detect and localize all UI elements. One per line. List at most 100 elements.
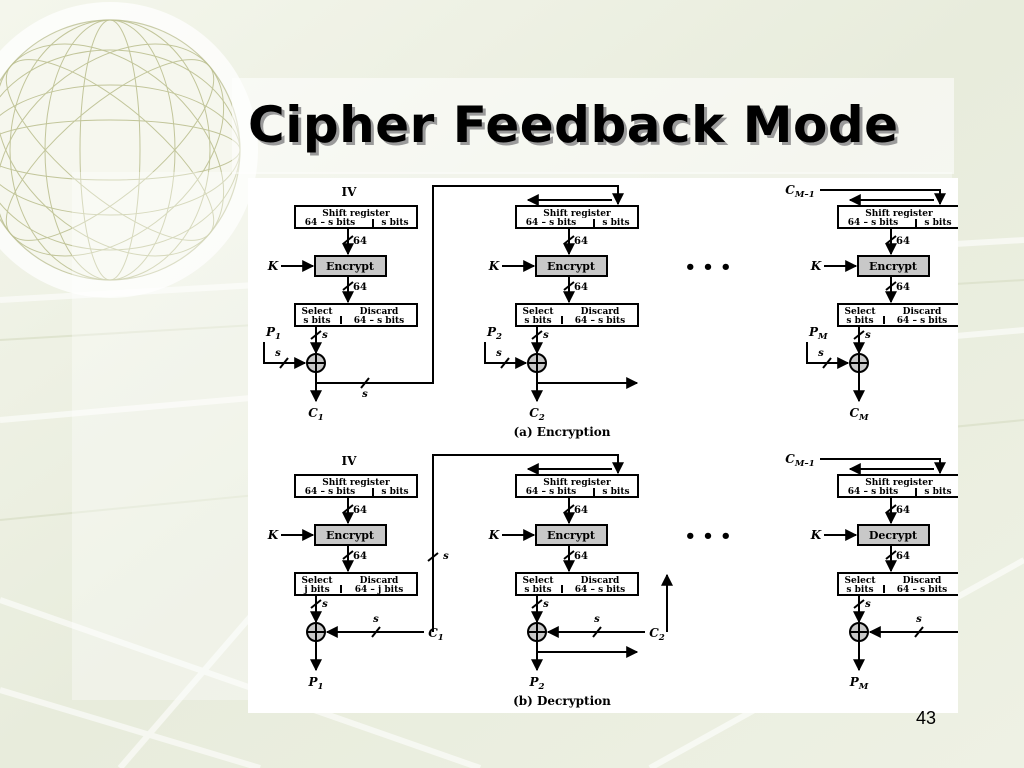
select-bits: s bits (303, 316, 330, 326)
select-label: Select (522, 307, 554, 317)
iv-label: IV (342, 185, 358, 199)
encryption-caption: (a) Encryption (513, 425, 610, 439)
discard-bits: 64 – j bits (355, 585, 404, 595)
register-left-bits: 64 – s bits (305, 218, 355, 228)
shift-register-box (294, 205, 418, 229)
select-discard-box (837, 572, 958, 596)
plaintext-label: P1 (265, 325, 281, 342)
select-discard-box (294, 572, 418, 596)
ciphertext-label: C1 (308, 406, 324, 423)
slide-title: Cipher Feedback Mode (248, 96, 899, 154)
bus-width-label: 64 (896, 505, 910, 516)
select-label: Select (844, 307, 876, 317)
bus-width-label: s (543, 599, 549, 610)
bus-width-label: 64 (353, 551, 367, 562)
shift-register-label: Shift register (865, 478, 933, 488)
select-label: Select (301, 576, 333, 586)
cipher-block (535, 255, 608, 277)
bus-slash (342, 235, 354, 245)
discard-label: Discard (581, 576, 620, 586)
bus-slash (342, 281, 354, 291)
bus-width-label: s (865, 330, 871, 341)
bus-slash (371, 626, 381, 638)
discard-label: Discard (360, 307, 399, 317)
cipher-block (314, 524, 387, 546)
bus-width-label: s (373, 614, 379, 625)
discard-bits: 64 – s bits (897, 585, 947, 595)
plaintext-label: P2 (528, 675, 544, 692)
select-discard-box (294, 303, 418, 327)
register-right-bits: s bits (924, 218, 951, 228)
bus-width-label: 64 (896, 551, 910, 562)
discard-label: Discard (903, 307, 942, 317)
cipher-block (857, 255, 930, 277)
key-label: K (488, 259, 500, 273)
bus-width-label: 64 (353, 505, 367, 516)
bus-width-label: 64 (574, 282, 588, 293)
bus-slash (885, 281, 897, 291)
shift-register-label: Shift register (543, 478, 611, 488)
register-right-bits: s bits (381, 487, 408, 497)
cipher-label: Encrypt (326, 529, 375, 542)
plaintext-arrow (263, 342, 307, 369)
bus-slash (342, 550, 354, 560)
bus-slash (342, 504, 354, 514)
select-discard-box (515, 303, 639, 327)
globe-logo (0, 2, 258, 298)
register-left-bits: 64 – s bits (848, 487, 898, 497)
discard-label: Discard (360, 576, 399, 586)
page-number: 43 (916, 708, 937, 728)
shift-register-box (515, 474, 639, 498)
bus-slash (310, 599, 322, 609)
ciphertext-label: C2 (529, 406, 545, 423)
bus-width-label: s (275, 348, 281, 359)
bus-width-label: 64 (574, 551, 588, 562)
bus-width-label: s (362, 389, 368, 400)
plaintext-label: PM (808, 325, 828, 342)
bus-slash (563, 235, 575, 245)
bus-width-label: s (496, 348, 502, 359)
cipher-label: Encrypt (547, 529, 596, 542)
select-label: Select (301, 307, 333, 317)
bus-width-label: 64 (896, 236, 910, 247)
bus-slash (531, 599, 543, 609)
cipher-label: Encrypt (326, 260, 375, 273)
register-left-bits: 64 – s bits (305, 487, 355, 497)
bus-slash (563, 550, 575, 560)
decryption-caption: (b) Decryption (513, 694, 611, 708)
key-label: K (267, 259, 279, 273)
bus-slash (500, 357, 510, 369)
key-label: K (810, 528, 822, 542)
discard-bits: 64 – s bits (354, 316, 404, 326)
bus-slash (885, 235, 897, 245)
discard-label: Discard (903, 576, 942, 586)
previous-cipher-label: CM–1 (785, 183, 814, 200)
select-bits: s bits (524, 316, 551, 326)
bus-slash (427, 552, 439, 562)
ciphertext-label: C1 (428, 626, 444, 643)
feedback-path (432, 454, 624, 632)
bus-width-label: 64 (353, 282, 367, 293)
cipher-label: Encrypt (547, 260, 596, 273)
bus-slash (592, 626, 602, 638)
plaintext-arrow (806, 342, 850, 369)
bus-width-label: 64 (353, 236, 367, 247)
bus-width-label: 64 (896, 282, 910, 293)
cipher-label: Decrypt (869, 529, 918, 542)
cipher-block (314, 255, 387, 277)
shift-register-label: Shift register (322, 478, 390, 488)
bus-width-label: s (543, 330, 549, 341)
shift-register-box (837, 474, 958, 498)
ellipsis: • • • (684, 257, 731, 278)
ciphertext-label: C2 (649, 626, 665, 643)
register-right-bits: s bits (924, 487, 951, 497)
select-label: Select (844, 576, 876, 586)
cipher-block (535, 524, 608, 546)
bus-width-label: s (443, 551, 449, 562)
